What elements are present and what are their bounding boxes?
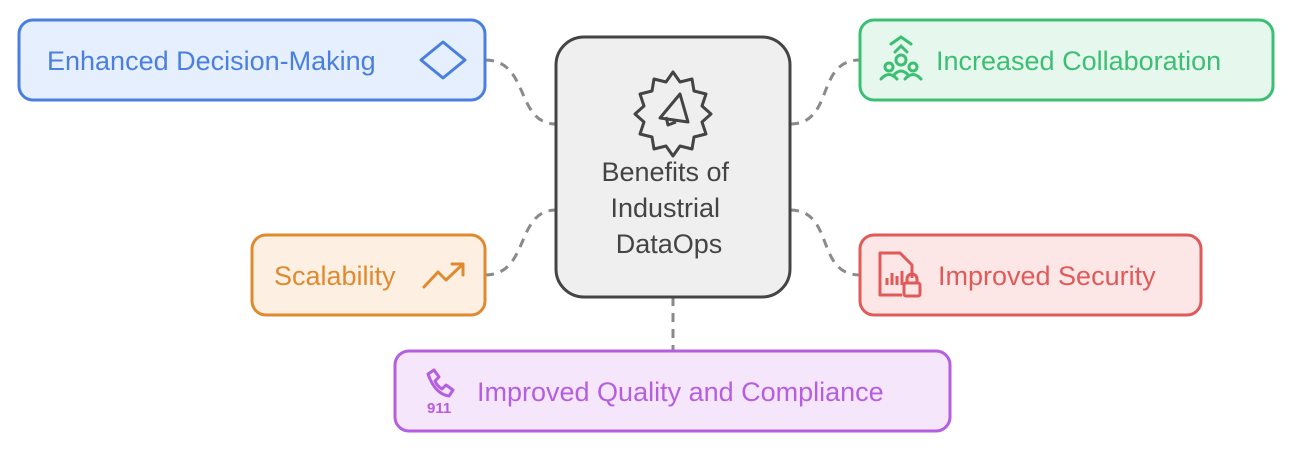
benefit-enhanced-decision-making: Enhanced Decision-Making	[17, 18, 487, 102]
benefit-improved-quality-and-compliance: 911 Improved Quality and Compliance	[393, 349, 952, 433]
diamond-icon	[419, 40, 467, 80]
gear-megaphone-icon	[633, 70, 713, 158]
team-growth-icon	[879, 35, 923, 81]
connector-scalability	[484, 208, 557, 277]
benefit-label: Scalability	[274, 261, 396, 291]
center-title-line2: Industrial	[610, 193, 720, 223]
center-title-line1: Benefits of	[601, 157, 729, 187]
trend-up-icon	[422, 262, 465, 289]
benefit-label: Increased Collaboration	[936, 46, 1221, 76]
benefit-scalability: Scalability	[250, 233, 487, 317]
connector-collaboration	[789, 58, 861, 126]
emergency-phone-icon: 911	[426, 368, 455, 417]
center-node: Benefits of Industrial DataOps	[554, 35, 792, 299]
connector-decision	[484, 58, 557, 126]
benefit-improved-security: Improved Security	[858, 233, 1203, 317]
secure-document-icon	[878, 251, 922, 298]
benefit-label: Enhanced Decision-Making	[47, 46, 376, 76]
benefit-label: Improved Quality and Compliance	[477, 377, 884, 407]
svg-text:Benefits of Industrial: Benefits of Industrial DataOps	[601, 157, 736, 259]
connector-security	[789, 208, 861, 277]
center-title-line3: DataOps	[616, 229, 723, 259]
benefit-increased-collaboration: Increased Collaboration	[858, 18, 1275, 102]
benefit-label: Improved Security	[938, 261, 1156, 291]
emergency-phone-icon-text: 911	[427, 400, 451, 417]
